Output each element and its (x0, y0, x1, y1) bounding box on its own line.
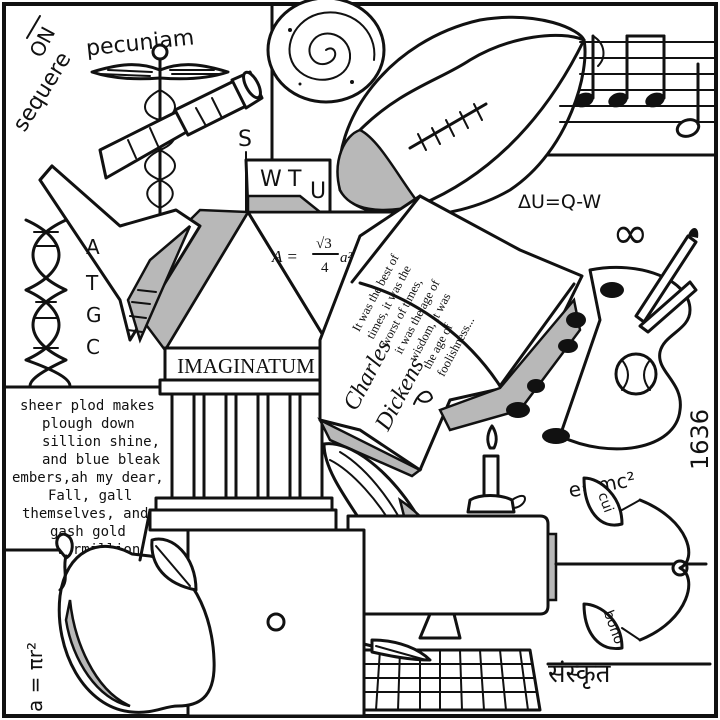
caduceus-icon (90, 43, 230, 217)
poem-line-2: plough down (42, 416, 135, 432)
poem-line-7: themselves, and (22, 506, 148, 522)
temple-icon: IMAGINATUM (148, 346, 338, 532)
poem-line-6: Fall, gall (48, 488, 132, 504)
dna-letter-t: T (85, 271, 99, 295)
area-formula-den: 4 (321, 260, 329, 276)
scale-label-cui: cui (594, 490, 616, 515)
year-label: 1636 (686, 409, 714, 470)
circle-area-equation: a = πr² (23, 642, 47, 712)
candle-icon (466, 424, 526, 514)
poem-line-4: and blue bleak (42, 452, 161, 468)
thermo-equation: ΔU=Q-W (518, 191, 601, 213)
temple-columns (170, 392, 324, 500)
temple-title: IMAGINATUM (177, 354, 315, 378)
paintbrush-icon (634, 234, 698, 324)
area-formula-lhs: A = (271, 247, 298, 266)
triangle-letter-w: W (260, 167, 282, 192)
keyboard-icon[interactable] (348, 648, 542, 712)
computer-monitor-icon (346, 514, 558, 640)
poem-line-3: sillion shine, (42, 434, 160, 450)
worm-icon (55, 532, 74, 560)
palette-icon (506, 228, 699, 451)
area-formula-num: √3 (316, 236, 332, 252)
triangle-letter-s: S (238, 127, 252, 152)
infinity-icon: ∞ (612, 208, 649, 259)
book-icon: It was the best of times, it was the wor… (317, 194, 584, 478)
poem-line-1: sheer plod makes (20, 398, 155, 414)
telescope-icon (98, 70, 264, 180)
book-fleuron-icon (413, 390, 433, 405)
poem-block: sheer plod makes plough down sillion shi… (12, 398, 164, 558)
dna-helix-icon: A T G C (24, 218, 102, 388)
music-staff-icon (559, 34, 717, 138)
beaker-icon (38, 164, 202, 344)
drawer-box-icon (186, 528, 366, 718)
dna-letter-c: C (86, 335, 100, 359)
poem-line-5: embers,ah my dear, (12, 470, 164, 486)
motto-overline (26, 15, 41, 39)
apple-icon (55, 508, 216, 714)
galaxy-icon (266, 0, 386, 104)
triangle-letter-u: U (310, 179, 326, 204)
dna-letter-a: A (86, 235, 100, 259)
dna-letter-g: G (86, 303, 102, 327)
book-page-text: It was the best of times, it was the wor… (349, 251, 477, 379)
triangle-letter-t: T (287, 167, 302, 192)
